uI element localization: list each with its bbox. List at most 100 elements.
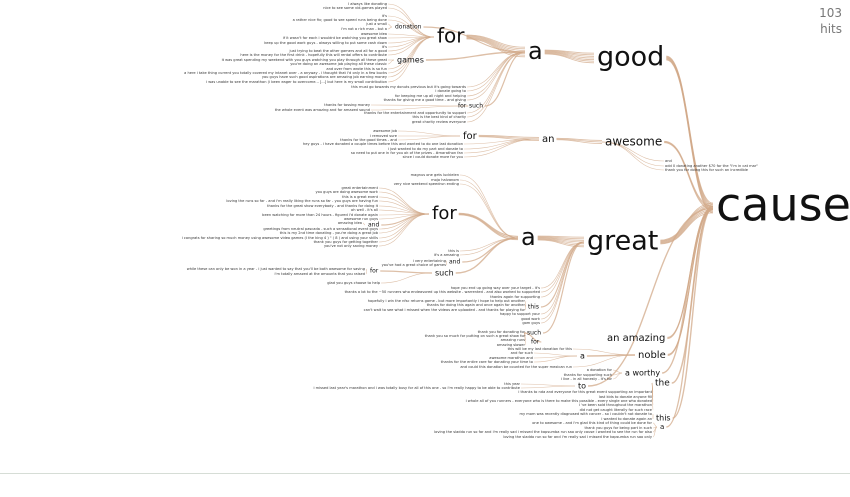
context-phrase[interactable]: one to awesome - and i'm glad this kind … xyxy=(532,421,652,425)
context-phrase[interactable]: you're doing an awesome job playing all … xyxy=(290,62,387,66)
tree-word-node[interactable]: awesome xyxy=(605,135,662,149)
context-phrase[interactable]: awesome job xyxy=(373,129,397,133)
context-phrase[interactable]: mojo halvanom xyxy=(431,178,459,182)
context-phrase[interactable]: thanks a lot to the ~50 runners who ende… xyxy=(345,290,540,294)
tree-word-node[interactable]: such xyxy=(469,103,483,110)
context-phrase[interactable]: thanks for giving me a good time - and g… xyxy=(384,98,466,102)
context-phrase[interactable]: thank you for doing this for such an inc… xyxy=(665,168,749,172)
context-phrase[interactable]: if it wasn't for each i wouldnt be watch… xyxy=(283,36,387,40)
context-phrase[interactable]: very nice weekend speedrun ending xyxy=(394,182,459,186)
context-phrase[interactable]: i whole all of you runners - everyone wh… xyxy=(466,399,652,403)
context-phrase[interactable]: thanks for tossing money xyxy=(324,103,371,107)
context-phrase[interactable]: I always like donating xyxy=(348,2,387,6)
context-phrase[interactable]: thanks again for supporting xyxy=(490,295,540,299)
context-phrase[interactable]: and over from wrote this is so fun xyxy=(326,67,387,71)
tree-word-node[interactable]: and xyxy=(368,222,379,229)
context-phrase[interactable]: i missed last year's marathon and i was … xyxy=(314,386,521,390)
context-phrase[interactable]: thanks for supporting such xyxy=(564,373,612,377)
context-phrase[interactable]: gom guys xyxy=(522,321,540,325)
context-phrase[interactable]: thank you guys for getting together xyxy=(314,240,379,244)
tree-word-node[interactable]: to xyxy=(578,382,586,391)
context-phrase[interactable]: this year xyxy=(504,382,520,386)
tree-word-node[interactable]: for xyxy=(432,203,457,224)
context-phrase[interactable]: this is the best kind of charity xyxy=(412,115,466,119)
tree-word-node[interactable]: an xyxy=(542,134,554,145)
context-phrase[interactable]: glad you guys choose to help xyxy=(327,281,380,285)
context-phrase[interactable]: thanks for doing this again and once aga… xyxy=(427,303,526,307)
context-phrase[interactable]: my mom was recently diagnosed with cance… xyxy=(520,412,653,416)
context-phrase[interactable]: thanks for the great show everybody - an… xyxy=(267,204,379,208)
tree-word-node[interactable]: noble xyxy=(638,350,666,361)
tree-word-node[interactable]: such xyxy=(435,269,454,278)
context-phrase[interactable]: it was great spending my weekend with yo… xyxy=(222,58,388,62)
tree-word-node[interactable]: a xyxy=(580,352,585,361)
context-phrase[interactable]: thank you for donating for xyxy=(478,330,526,334)
context-phrase[interactable]: and xyxy=(665,159,672,163)
context-phrase[interactable]: and could this donation be counted for t… xyxy=(460,365,572,369)
context-phrase[interactable]: happy to support your xyxy=(500,312,541,316)
tree-word-node[interactable]: for xyxy=(370,268,379,275)
context-phrase[interactable]: i'm not a rich man - but a xyxy=(341,27,387,31)
tree-word-node[interactable]: the xyxy=(655,379,670,389)
context-phrase[interactable]: this is my 2nd time donating - you're do… xyxy=(280,231,379,235)
context-phrase[interactable]: magnus one gets luckielen xyxy=(411,173,459,177)
context-phrase[interactable]: good work xyxy=(521,317,541,321)
context-phrase[interactable]: oh well - it's all xyxy=(351,208,378,212)
context-phrase[interactable]: awesome run guys xyxy=(344,217,378,221)
tree-word-node[interactable]: such xyxy=(527,330,541,337)
context-phrase[interactable]: greetings from neutral pascada - such a … xyxy=(263,227,378,231)
context-phrase[interactable]: you guys have such good aspirations are … xyxy=(262,75,388,79)
context-phrase[interactable]: thanks for the entertainment and opportu… xyxy=(364,111,467,115)
context-phrase[interactable]: been watching for more than 24 hours - f… xyxy=(262,213,378,217)
context-phrase[interactable]: you've not only saving money xyxy=(324,244,379,248)
tree-word-node[interactable]: good xyxy=(597,42,664,73)
context-phrase[interactable]: loving the sladdo run so far and i'm rea… xyxy=(434,430,652,434)
context-phrase[interactable]: it's a amazing xyxy=(434,253,459,257)
context-phrase[interactable]: the whole event was amazing and for amaz… xyxy=(275,108,370,112)
context-phrase[interactable]: thanks for the good times - and xyxy=(340,138,397,142)
context-phrase[interactable]: did not get caught literally for such ra… xyxy=(580,408,653,412)
context-phrase[interactable]: i very entertaining xyxy=(413,259,446,263)
context-phrase[interactable]: awesome marathon and xyxy=(489,356,533,360)
context-phrase[interactable]: and for such xyxy=(511,351,533,355)
tree-word-node[interactable]: this xyxy=(528,304,539,311)
tree-word-node[interactable]: for xyxy=(458,103,467,110)
tree-word-node[interactable]: great xyxy=(587,226,658,257)
context-phrase[interactable]: a donation for xyxy=(587,368,613,372)
context-phrase[interactable]: hope you end up going way over your targ… xyxy=(451,286,540,290)
tree-word-node[interactable]: a xyxy=(521,223,536,251)
context-phrase[interactable]: i congrats for sharing so much money usi… xyxy=(182,236,378,240)
context-phrase[interactable]: for keeping me up all night and helping xyxy=(395,94,466,98)
context-phrase[interactable]: just trying to beat the other gamers and… xyxy=(289,49,388,53)
context-phrase[interactable]: a here i take thing current you totally … xyxy=(184,71,387,75)
context-phrase[interactable]: this is xyxy=(448,249,459,253)
context-phrase[interactable]: nice to see some vid-games played xyxy=(323,6,387,10)
context-phrase[interactable]: i donate going to xyxy=(435,89,466,93)
context-phrase[interactable]: just a small xyxy=(365,22,387,26)
context-phrase[interactable]: awesome idea xyxy=(361,32,387,36)
tree-word-node[interactable]: donation xyxy=(395,24,422,31)
context-phrase[interactable]: loving the sladdo run so far and i'm rea… xyxy=(503,435,653,439)
context-phrase[interactable]: amazing runs xyxy=(501,338,526,342)
context-phrase[interactable]: i removed sure xyxy=(370,134,398,138)
context-phrase[interactable]: thank you guys for being part in such xyxy=(585,426,652,430)
tree-word-node[interactable]: for xyxy=(531,339,540,346)
tree-word-node[interactable]: this xyxy=(656,414,671,423)
context-phrase[interactable]: i just wanted to do my part and donate t… xyxy=(388,147,463,151)
context-phrase[interactable]: hopefully i win the nfsc returns game - … xyxy=(368,299,526,303)
context-phrase[interactable]: odd 0 donating another $70 for the "i'm … xyxy=(665,164,758,168)
context-phrase[interactable]: loving the runs so far - and i'm really … xyxy=(226,199,378,203)
tree-word-node[interactable]: an amazing xyxy=(607,333,665,344)
context-phrase[interactable]: i live - in all honesty - it's for xyxy=(561,377,613,381)
context-phrase[interactable]: thank you so much for putting on such a … xyxy=(425,334,526,338)
tree-word-node[interactable]: for xyxy=(463,131,478,142)
tree-word-node[interactable]: games xyxy=(397,56,424,65)
tree-word-node[interactable]: a xyxy=(660,423,664,431)
context-phrase[interactable]: i 've been sold throughout the marathon xyxy=(579,403,652,407)
context-phrase[interactable]: it's xyxy=(382,14,387,18)
context-phrase[interactable]: this is a great event xyxy=(342,195,379,199)
context-phrase[interactable]: amazing idea xyxy=(338,221,362,225)
tree-word-node[interactable]: and xyxy=(449,259,460,266)
context-phrase[interactable]: i thanks to nda and everyone for this gr… xyxy=(518,390,652,394)
context-phrase[interactable]: amazing slower xyxy=(497,343,526,347)
